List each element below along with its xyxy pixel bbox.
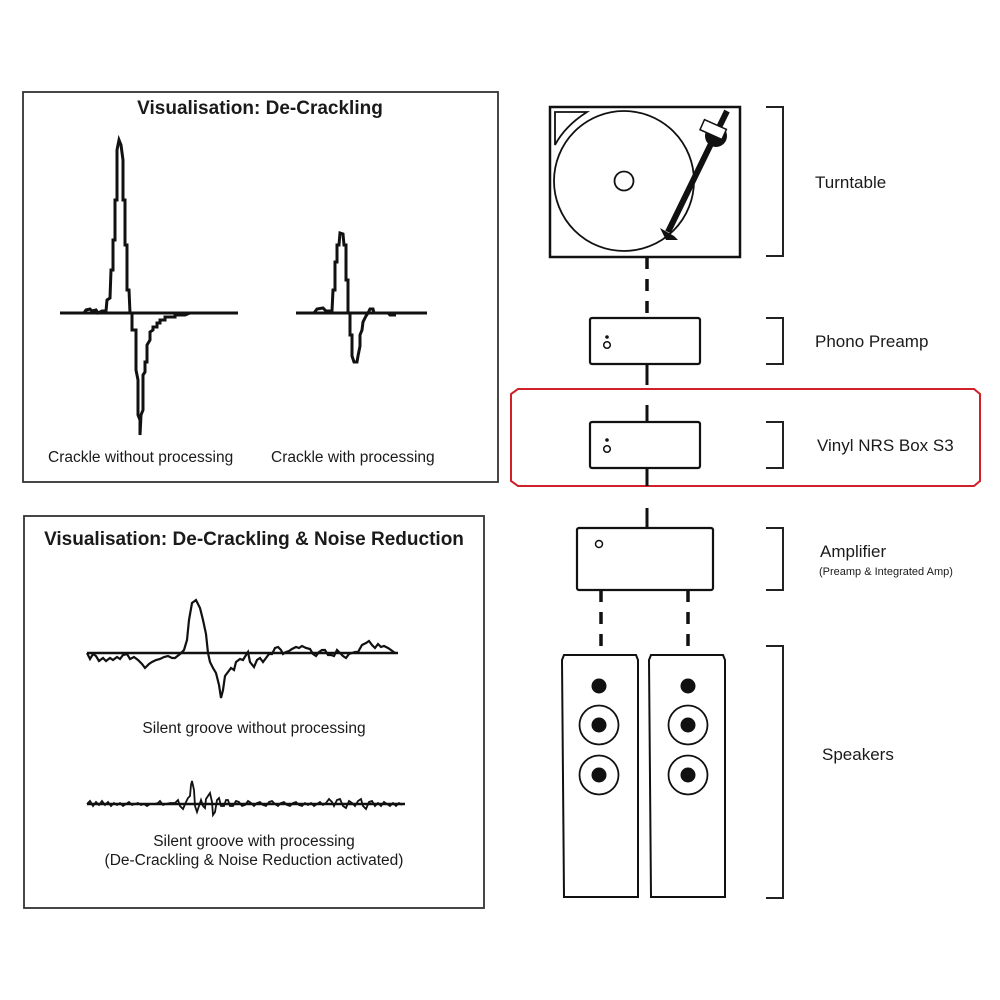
- decrackling-panel-frame: [22, 91, 499, 483]
- label-amplifier: Amplifier: [820, 542, 887, 561]
- label-speakers: Speakers: [822, 745, 894, 764]
- bracket-amplifier: [766, 527, 784, 591]
- crackle-processed-waveform: [312, 230, 396, 364]
- bracket-nrs-box: [766, 421, 784, 469]
- bracket-turntable: [766, 106, 784, 257]
- sublabel-amplifier: (Preamp & Integrated Amp): [819, 566, 953, 578]
- turntable-icon: [548, 105, 742, 259]
- amplifier-icon: [575, 526, 715, 592]
- speaker-right-icon: [647, 654, 726, 898]
- crackle-raw-waveform: [82, 134, 205, 436]
- highlight-frame: [510, 388, 981, 487]
- noise-reduction-panel-frame: [23, 515, 485, 909]
- decrackling-title: Visualisation: De-Crackling: [137, 98, 383, 119]
- label-turntable: Turntable: [815, 173, 887, 192]
- bracket-speakers: [766, 645, 784, 899]
- caption-groove-with-note: (De-Crackling & Noise Reduction activate…: [104, 852, 404, 869]
- phono-preamp-icon: [588, 316, 702, 366]
- label-vinyl-nrs-box: Vinyl NRS Box S3: [817, 436, 954, 455]
- caption-crackle-without: Crackle without processing: [48, 449, 234, 466]
- groove-processed-waveform: [86, 780, 403, 818]
- caption-groove-without: Silent groove without processing: [142, 720, 366, 737]
- bracket-phono-preamp: [766, 317, 784, 365]
- caption-groove-with: Silent groove with processing: [153, 833, 355, 850]
- vinyl-nrs-box-icon: [588, 420, 702, 470]
- noise-reduction-title: Visualisation: De-Crackling & Noise Redu…: [44, 529, 464, 550]
- label-phono-preamp: Phono Preamp: [815, 332, 929, 351]
- groove-raw-waveform: [86, 598, 396, 699]
- caption-crackle-with: Crackle with processing: [271, 449, 435, 466]
- speaker-left-icon: [560, 654, 639, 898]
